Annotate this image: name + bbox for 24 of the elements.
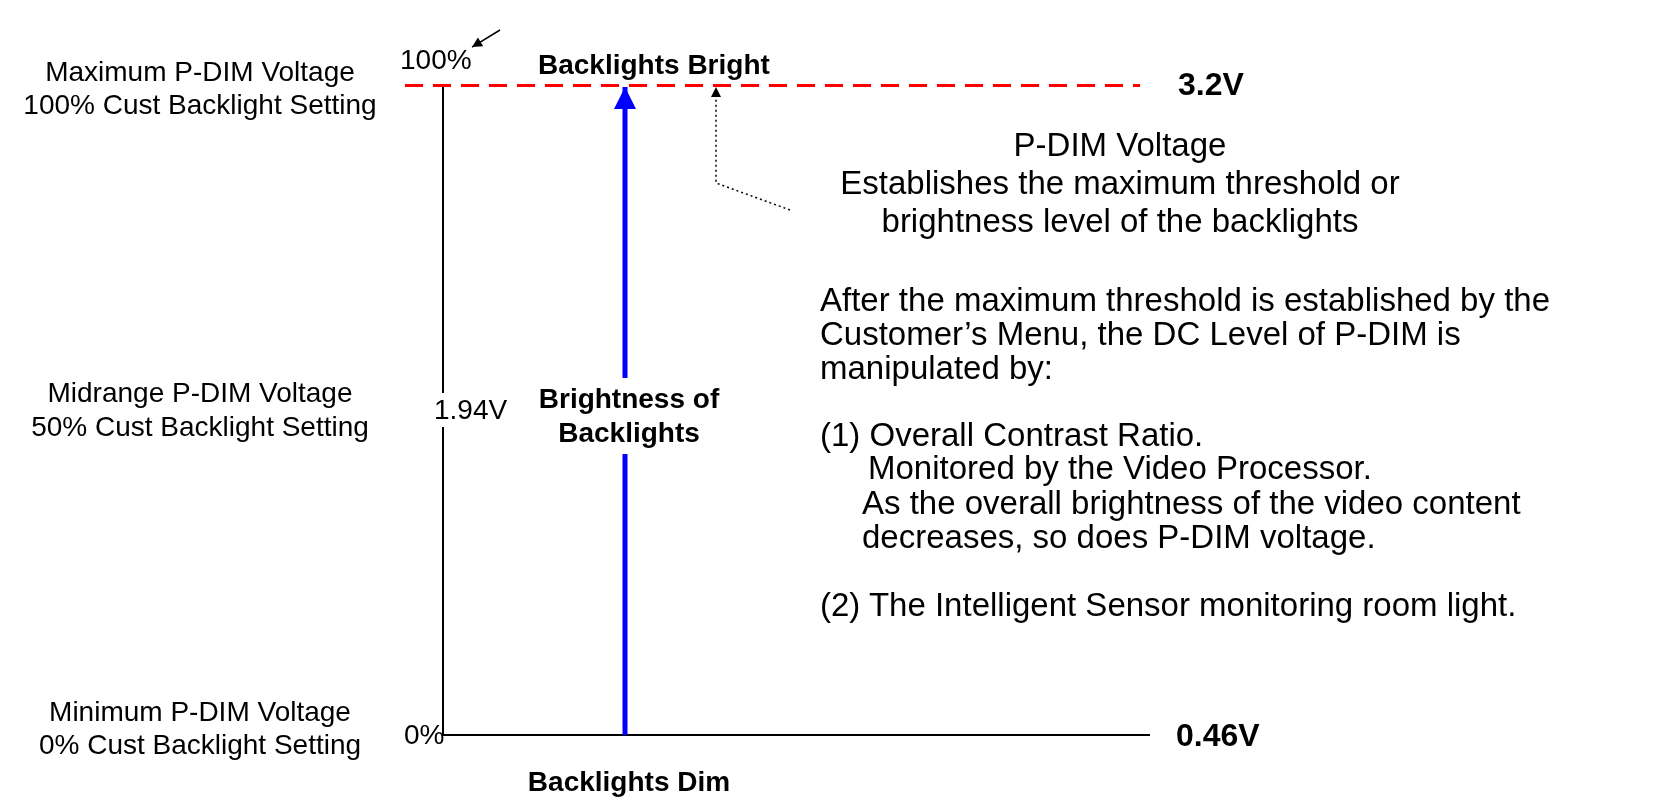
callout-title: P-DIM Voltage xyxy=(1012,126,1228,164)
level-label: Backlights Dim xyxy=(526,765,732,799)
percent-label: 0% xyxy=(404,718,445,752)
axis-label: Minimum P-DIM Voltage xyxy=(48,695,352,729)
paragraph: After the maximum threshold is established by the Customer’s Menu, the DC Level of P-DIM is manipulated by: xyxy=(820,283,1551,385)
voltage-label: 0.46V xyxy=(1176,716,1260,754)
list-item: (2) The Intelligent Sensor monitoring room light. xyxy=(820,588,1517,622)
leader-line xyxy=(711,86,791,211)
voltage-label: 3.2V xyxy=(1178,65,1244,103)
threshold-line xyxy=(405,84,1140,87)
level-label: Backlights Bright xyxy=(538,48,770,82)
voltage-label: 1.94V xyxy=(434,393,508,427)
axis-label: Maximum P-DIM Voltage xyxy=(44,55,356,89)
axis-label: 0% Cust Backlight Setting xyxy=(37,728,363,762)
note-text: As the overall brightness of the video content decreases, so does P-DIM voltage. xyxy=(862,486,1522,554)
callout-text: Establishes the maximum threshold or brightness level of the backlights xyxy=(839,164,1401,240)
arrow xyxy=(614,87,636,735)
list-item: (1) Overall Contrast Ratio. xyxy=(820,418,1204,452)
note-text: Monitored by the Video Processor. xyxy=(868,451,1372,485)
axis-label: 50% Cust Backlight Setting xyxy=(30,410,370,444)
arrow xyxy=(471,29,501,48)
axis-label: 100% Cust Backlight Setting xyxy=(22,88,378,122)
percent-label: 100% xyxy=(400,43,472,77)
axis-label: Midrange P-DIM Voltage xyxy=(46,376,354,410)
